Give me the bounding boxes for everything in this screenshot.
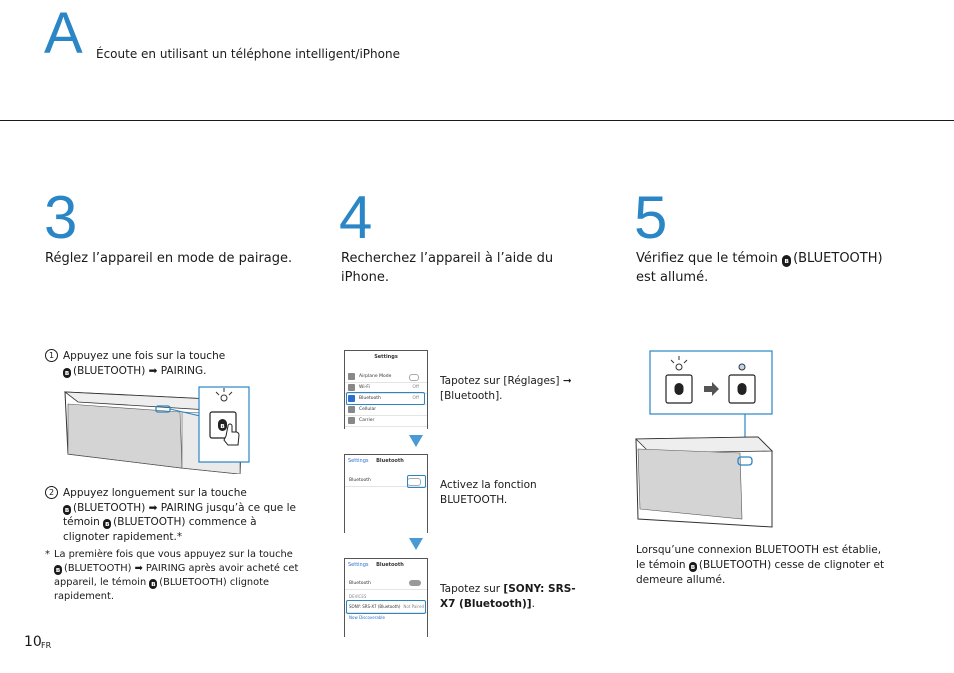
item-2-line-1: Appuyez longuement sur la touche [63,487,247,499]
step-3-heading: Réglez l’appareil en mode de pairage. [45,251,293,266]
item-1-line-1: Appuyez une fois sur la touche [63,350,226,362]
step-4-caption-2: Activez la fonction BLUETOOTH. [440,479,537,506]
phone-bluetooth-screen: Settings Bluetooth Bluetooth [344,454,428,533]
step-4-heading: Recherchez l’appareil à l’aide du iPhone… [341,251,554,285]
step-3-number: 3 [44,184,78,251]
bluetooth-icon: ʙ [149,579,158,589]
item-2-number: 2 [45,486,58,499]
svg-text:ʙ: ʙ [220,422,225,430]
arrow-right-icon [704,382,719,396]
page-title: Écoute en utilisant un téléphone intelli… [96,47,400,61]
step-3-item-1: 1 Appuyez une fois sur la touche ʙ(BLUET… [45,349,305,378]
page-number: 10 [24,634,42,650]
phone-row-airplane: Airplane Mode [345,371,427,383]
phone-row-cellular: Cellular [345,404,427,416]
bluetooth-icon: ʙ [103,519,112,529]
footnote-line-2: ʙ(BLUETOOTH) ➡ PAIRING après avoir achet… [54,563,299,575]
footnote-line-4: rapidement. [54,591,114,602]
device-row[interactable]: SONY: SRS-X7 (Bluetooth)Not Paired [345,601,427,613]
step-3-footnote: * La première fois que vous appuyez sur … [45,548,305,604]
phone-row-carrier: Carrier [345,415,427,427]
toggle-highlight [407,475,426,488]
phone-3-title: Bluetooth [376,562,404,568]
header-divider [0,120,954,121]
back-link[interactable]: Settings [348,562,369,568]
speaker-illustration-step3: ʙ [63,386,250,474]
footnote-line-1: La première fois que vous appuyez sur la… [54,549,293,560]
step-4-caption-3: Tapotez sur [SONY: SRS-X7 (Bluetooth)]. [440,583,576,610]
item-1-line-2: ʙ(BLUETOOTH) ➡ PAIRING. [63,364,207,378]
arrow-down-icon [409,538,423,550]
discoverable-text: Now Discoverable [349,615,385,620]
step-5-caption: Lorsqu’une connexion BLUETOOTH est établ… [636,544,885,586]
item-2-line-2: ʙ(BLUETOOTH) ➡ PAIRING jusqu’à ce que le [63,501,296,515]
item-2-line-4: clignoter rapidement.* [63,530,183,543]
arrow-down-icon [409,435,423,447]
bluetooth-icon: ʙ [63,367,71,378]
step-4-number: 4 [339,184,373,251]
item-1-number: 1 [45,349,58,362]
bluetooth-icon: ʙ [688,562,697,572]
bluetooth-highlight [346,392,425,405]
phone-3-bluetooth-row: Bluetooth [345,578,427,590]
language-code: FR [41,641,52,650]
footnote-line-3: appareil, le témoin ʙ(BLUETOOTH) clignot… [54,577,269,589]
bluetooth-icon: ʙ [54,565,62,575]
step-5-number: 5 [634,184,668,251]
led-illustration [635,350,773,528]
footnote-mark: * [45,549,50,560]
bluetooth-icon: ʙ [63,504,71,515]
device-highlight [346,600,426,614]
devices-section: DEVICES [349,594,367,599]
step-4-caption-1: Tapotez sur [Réglages] ➞ [Bluetooth]. [440,375,572,402]
step-5-heading: Vérifiez que le témoin ʙ(BLUETOOTH) est … [636,251,883,285]
hand-icon [223,423,240,446]
phone-1-title: Settings [374,354,398,360]
bluetooth-toggle-on[interactable] [409,580,421,586]
phone-devices-screen: Settings Bluetooth Bluetooth DEVICES SON… [344,558,428,637]
item-2-line-3: témoin ʙ(BLUETOOTH) commence à [63,516,257,529]
phone-2-bluetooth-row: Bluetooth [345,475,427,487]
section-letter: A [44,1,83,66]
bluetooth-icon: ʙ [782,255,792,267]
step-3-item-2: 2 Appuyez longuement sur la touche ʙ(BLU… [45,486,305,544]
back-link[interactable]: Settings [348,458,369,464]
phone-2-title: Bluetooth [376,458,404,464]
